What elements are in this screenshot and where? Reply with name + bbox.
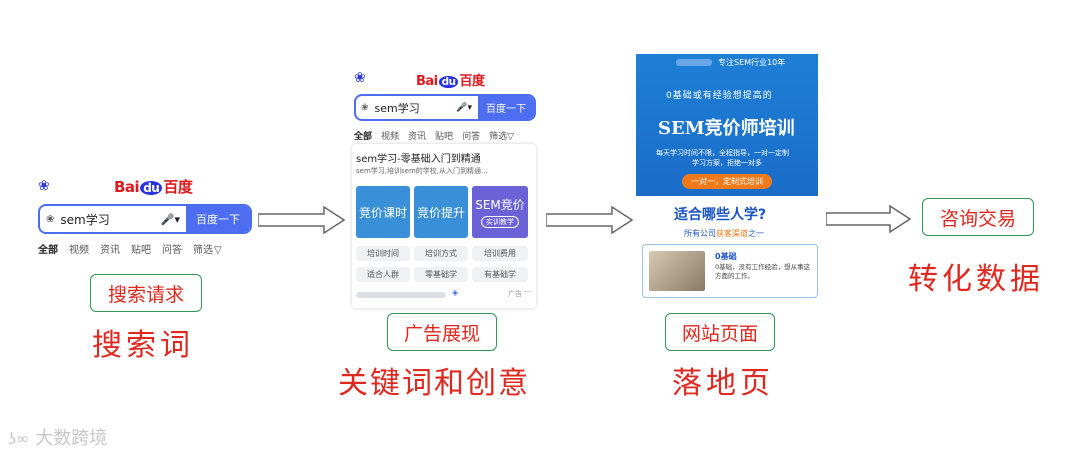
logo-text: Bai	[416, 74, 438, 89]
tab-filter[interactable]: 筛选	[489, 132, 507, 142]
chip[interactable]: 培训费用	[472, 246, 528, 261]
filter-icon[interactable]: ▽	[507, 132, 514, 142]
ad-title[interactable]: sem学习-零基础入门到精通	[356, 150, 481, 165]
tab-tieba[interactable]: 贴吧	[435, 132, 453, 142]
more-icon[interactable]: ⋯	[524, 287, 532, 296]
search-tabs: 全部视频资讯贴吧问答筛选▽	[354, 124, 525, 143]
ad-title-text: sem学习-零基础入门到精通	[356, 154, 481, 165]
chip[interactable]: 零基础学	[414, 267, 468, 282]
paw-small-icon: ❀	[356, 103, 369, 113]
stage2-label: 广告展现	[404, 319, 480, 346]
stage4-caption: 转化数据	[908, 254, 1068, 298]
tab-tieba[interactable]: 贴吧	[131, 245, 151, 256]
stage2-caption: 关键词和创意	[338, 358, 568, 402]
tile-label: 竞价课时	[359, 204, 407, 221]
stage4-label-box: 咨询交易	[922, 198, 1034, 236]
stage3-landing-page: 专注SEM行业10年 0基础或有经验想提高的 SEM竞价师培训 每天学习时间不限…	[636, 54, 818, 304]
tab-video[interactable]: 视频	[69, 245, 89, 256]
baidu-paw-icon: ❀	[354, 70, 366, 86]
search-tabs: 全部视频资讯贴吧问答筛选▽	[38, 238, 268, 257]
watermark-logo-icon: ʖ∞	[8, 429, 30, 448]
watermark: ʖ∞ 大数跨境	[8, 424, 107, 450]
tab-qa[interactable]: 问答	[162, 245, 182, 256]
card-title: 0基础	[715, 251, 737, 262]
sub-suffix: 之一	[748, 229, 764, 238]
sub-highlight: 获客渠道	[716, 229, 748, 238]
banner-desc-1: 每天学习时间不限，全程指导，一对一定制	[656, 148, 789, 158]
microphone-icon[interactable]: 🎤▾	[155, 213, 186, 226]
search-input[interactable]: sem学习	[54, 211, 154, 228]
stage2-label-box: 广告展现	[387, 313, 497, 351]
stage1-label-box: 搜索请求	[90, 274, 202, 312]
arrow-right-icon	[258, 205, 346, 235]
tile-label: SEM竞价	[475, 196, 525, 213]
ad-mark: 广告	[508, 289, 522, 299]
logo-text: Bai	[114, 178, 139, 196]
chip[interactable]: 有基础学	[472, 267, 528, 282]
tab-all[interactable]: 全部	[38, 245, 58, 256]
logo-tail: 百度	[459, 74, 484, 89]
tile-course-hours[interactable]: 竞价课时	[356, 186, 410, 238]
banner-desc-2: 学习方案，拒绝一对多	[692, 158, 762, 168]
card-description: 0基础，没有工作经验，想从事这方面的工作。	[715, 263, 813, 281]
microphone-icon[interactable]: 🎤▾	[450, 103, 478, 113]
landing-banner: 专注SEM行业10年 0基础或有经验想提高的 SEM竞价师培训 每天学习时间不限…	[636, 54, 818, 196]
chip[interactable]: 适合人群	[356, 267, 410, 282]
stage3-label-box: 网站页面	[665, 313, 775, 351]
search-button[interactable]: 百度一下	[186, 206, 250, 232]
tab-qa[interactable]: 问答	[462, 132, 480, 142]
chip[interactable]: 培训方式	[414, 246, 468, 261]
logo-du: du	[140, 181, 162, 195]
chip[interactable]: 培训时间	[356, 246, 410, 261]
search-button[interactable]: 百度一下	[478, 96, 534, 119]
tab-all[interactable]: 全部	[354, 132, 372, 142]
tile-badge: 实训教学	[481, 216, 519, 228]
arrow-right-icon	[826, 204, 912, 234]
audience-card: 0基础 0基础，没有工作经验，想从事这方面的工作。	[642, 244, 818, 298]
watermark-text: 大数跨境	[35, 428, 107, 449]
section-subtitle: 所有公司获客渠道之一	[684, 228, 764, 239]
stage1-label: 搜索请求	[108, 280, 184, 307]
stage3-label: 网站页面	[682, 319, 758, 346]
arrow-right-icon	[546, 205, 634, 235]
ad-description: sem学习,培训sem的学校,从入门到精通...	[356, 166, 488, 176]
stage1-caption: 搜索词	[92, 320, 212, 364]
banner-button[interactable]: 一对一，定制式培训	[682, 174, 772, 189]
banner-top-blur	[676, 59, 712, 66]
filter-icon[interactable]: ▽	[214, 245, 222, 256]
logo-tail: 百度	[163, 178, 192, 196]
stage4-label: 咨询交易	[940, 204, 1016, 231]
search-box[interactable]: ❀ sem学习 🎤▾ 百度一下	[354, 94, 536, 121]
sub-prefix: 所有公司	[684, 229, 716, 238]
tab-filter[interactable]: 筛选	[193, 245, 213, 256]
logo-du: du	[439, 76, 459, 88]
baidu-paw-icon: ❀	[38, 178, 50, 194]
tab-news[interactable]: 资讯	[408, 132, 426, 142]
search-input[interactable]: sem学习	[369, 100, 451, 116]
ad-footer-blur	[356, 292, 446, 298]
stage3-caption: 落地页	[672, 358, 792, 402]
ad-card[interactable]: sem学习-零基础入门到精通 sem学习,培训sem的学校,从入门到精通... …	[352, 144, 536, 308]
tab-video[interactable]: 视频	[381, 132, 399, 142]
people-photo	[649, 251, 705, 291]
search-box[interactable]: ❀ sem学习 🎤▾ 百度一下	[38, 204, 252, 234]
tile-sem-bid[interactable]: SEM竞价 实训教学	[472, 186, 528, 238]
tab-news[interactable]: 资讯	[100, 245, 120, 256]
verified-icon: ◈	[452, 288, 458, 297]
section-question: 适合哪些人学?	[674, 204, 766, 224]
banner-line: 0基础或有经验想提高的	[666, 88, 773, 101]
banner-title: SEM竞价师培训	[658, 114, 795, 140]
banner-top-text: 专注SEM行业10年	[718, 57, 785, 68]
tile-label: 竞价提升	[417, 204, 465, 221]
paw-small-icon: ❀	[40, 214, 54, 225]
tile-bid-improve[interactable]: 竞价提升	[414, 186, 468, 238]
